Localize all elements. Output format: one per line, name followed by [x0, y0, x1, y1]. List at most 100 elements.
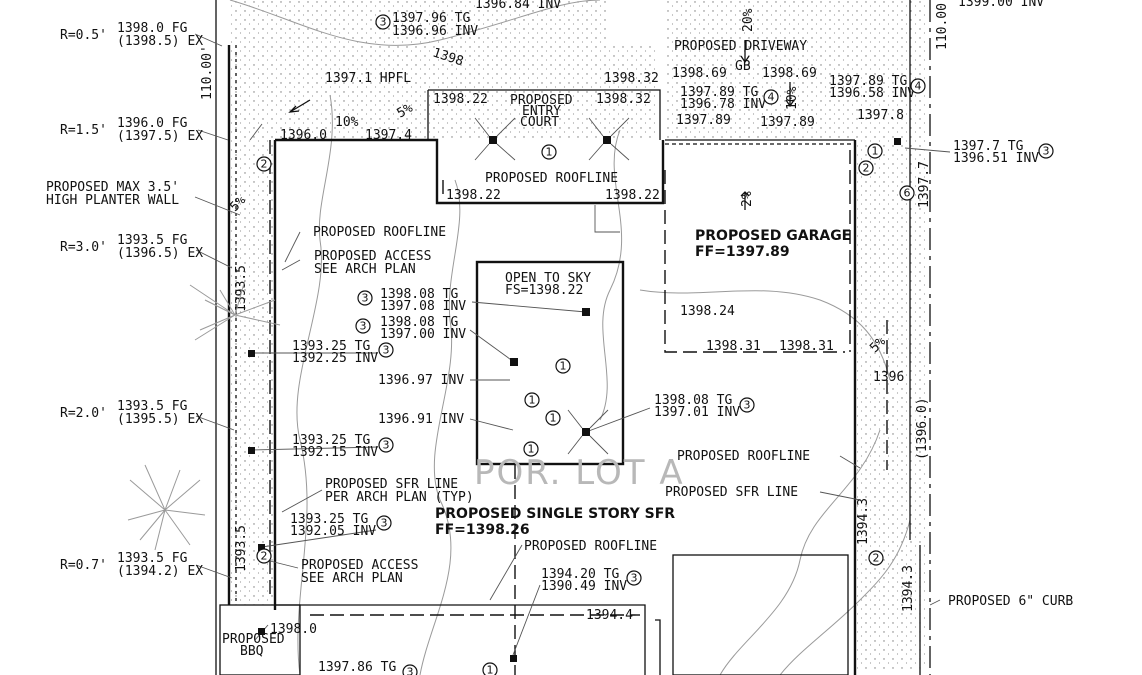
inv-callout: 1396.78 INV — [680, 97, 766, 112]
spot-elevation: 1397.8 — [857, 108, 904, 123]
open-to-sky-label: FS=1398.22 — [505, 283, 583, 298]
spot-elevation: 1397.89 — [760, 115, 815, 130]
roofline-label: PROPOSED ROOFLINE — [313, 225, 446, 240]
spot-elevation: 1398.32 — [604, 71, 659, 86]
ex-callout: (1396.5) EX — [117, 246, 203, 261]
area-labels: PROPOSED DRIVEWAY PROPOSED ENTRY COURT P… — [222, 39, 1073, 659]
lot-watermark: POR. LOT A — [474, 453, 685, 493]
tg-callout: 1397.86 TG — [318, 660, 396, 675]
fg-callout: 1393.5 FG — [117, 399, 188, 414]
slope-label: 5% — [395, 101, 416, 122]
fg-callout: 1393.5 FG — [117, 551, 188, 566]
numbered-markers: 1 1 1 1 1 1 1 2 2 2 2 6 — [256, 143, 915, 675]
spot-elevation: 1398.22 — [433, 92, 488, 107]
tg-callout: 1393.25 TG — [292, 433, 370, 448]
bbq-label: BBQ — [240, 644, 264, 659]
note-marker: 1 — [528, 443, 535, 456]
planter-label: PROPOSED MAX 3.5' — [46, 180, 179, 195]
spot-elevation: 1393.5 — [234, 265, 249, 312]
fg-callout: 1393.5 FG — [117, 233, 188, 248]
note-marker: 3 — [1043, 145, 1050, 158]
sfr-line-label: PROPOSED SFR LINE — [325, 477, 458, 492]
note-marker: 3 — [381, 517, 388, 530]
spot-elevation: 1394.3 — [901, 565, 916, 612]
tg-callout: 1397.96 TG — [392, 11, 470, 26]
note-marker: 3 — [744, 399, 751, 412]
note-marker: 3 — [407, 666, 414, 675]
note-marker: 2 — [873, 552, 880, 565]
note-marker: 3 — [383, 439, 390, 452]
note-marker: 3 — [383, 344, 390, 357]
note-marker: 1 — [546, 146, 553, 159]
inv-label: 1396.91 INV — [378, 412, 464, 427]
ex-callout: (1395.5) EX — [117, 412, 203, 427]
note-marker: 3 — [360, 320, 367, 333]
note-marker: 3 — [380, 16, 387, 29]
note-marker: 6 — [904, 187, 911, 200]
access-label: SEE ARCH PLAN — [314, 262, 416, 277]
tg-callout: 1394.20 TG — [541, 567, 619, 582]
spot-elevation: 1398.31 — [706, 339, 761, 354]
leader-lines — [194, 33, 951, 656]
access-label: PROPOSED ACCESS — [301, 558, 418, 573]
spot-elevation: (1396.0) — [915, 397, 930, 460]
tg-callout: 1397.7 TG — [953, 139, 1024, 154]
fg-callout: 1398.0 FG — [117, 21, 188, 36]
house-outline — [219, 89, 857, 675]
radius-callout: R=2.0' — [60, 406, 107, 421]
planter-label: HIGH PLANTER WALL — [46, 193, 179, 208]
spot-elevation: 1398.24 — [680, 304, 735, 319]
entry-court-label: COURT — [520, 115, 559, 130]
left-callouts: R=0.5' 1398.0 FG (1398.5) EX R=1.5' 1396… — [46, 21, 203, 579]
palm-tree-icon — [127, 279, 281, 551]
note-marker: 1 — [560, 360, 567, 373]
tg-callout: 1398.08 TG — [654, 393, 732, 408]
slope-label: 10% — [785, 86, 800, 110]
note-marker: 1 — [872, 145, 879, 158]
note-marker: 2 — [261, 158, 268, 171]
spot-elevation: 1398.69 — [672, 66, 727, 81]
tg-callout: 1398.08 TG — [380, 287, 458, 302]
inv-callout: 1392.05 INV — [290, 524, 376, 539]
spot-elevation: 1398.32 — [596, 92, 651, 107]
tg-callout: 1393.25 TG — [292, 339, 370, 354]
hardscape-stipple — [228, 0, 925, 670]
partial-inv-right: 1399.00 INV — [958, 0, 1044, 10]
inv-callout: 1397.08 INV — [380, 299, 466, 314]
tg-callout: 1397.89 TG — [680, 85, 758, 100]
note-marker: 4 — [915, 80, 922, 93]
ex-callout: (1397.5) EX — [117, 129, 203, 144]
inv-callout: 1396.58 INV — [829, 86, 915, 101]
spot-elevation: 1393.5 — [234, 525, 249, 572]
roofline-label: PROPOSED ROOFLINE — [677, 449, 810, 464]
radius-callout: R=0.7' — [60, 558, 107, 573]
tg-callout: 1393.25 TG — [290, 512, 368, 527]
roofline-label: PROPOSED ROOFLINE — [524, 539, 657, 554]
sfr-label: PROPOSED SINGLE STORY SFR — [435, 506, 675, 522]
drain-callouts: 3 1397.96 TG 1396.96 INV 3 1398.08 TG 13… — [290, 11, 1054, 675]
access-label: SEE ARCH PLAN — [301, 571, 403, 586]
radius-callout: R=0.5' — [60, 28, 107, 43]
radius-callout: R=3.0' — [60, 240, 107, 255]
sfr-ff: FF=1398.26 — [435, 522, 530, 538]
entry-court-label: ENTRY — [522, 104, 561, 119]
spot-elevation: 1397.4 — [365, 128, 412, 143]
inv-callout: 1397.01 INV — [654, 405, 740, 420]
note-marker: 4 — [768, 91, 775, 104]
sfr-line-label: PROPOSED SFR LINE — [665, 485, 798, 500]
inv-callout: 1396.96 INV — [392, 24, 478, 39]
roofline-label: PROPOSED ROOFLINE — [485, 171, 618, 186]
bbq-label: PROPOSED — [222, 632, 285, 647]
ex-callout: (1394.2) EX — [117, 564, 203, 579]
left-edge-dimension: 110.00' — [200, 45, 215, 100]
slope-indicators: 5% 10% 20% 10% 2% 5% 5% — [227, 8, 889, 355]
spot-elevation: 1398.31 — [779, 339, 834, 354]
inv-callout: 1390.49 INV — [541, 579, 627, 594]
note-marker: 1 — [550, 412, 557, 425]
inv-callout: 1397.00 INV — [380, 327, 466, 342]
roofline-dashes — [269, 140, 888, 675]
slope-label: 10% — [335, 115, 359, 130]
entry-court-label: PROPOSED — [510, 93, 573, 108]
spot-elevation: 1398.22 — [446, 188, 501, 203]
